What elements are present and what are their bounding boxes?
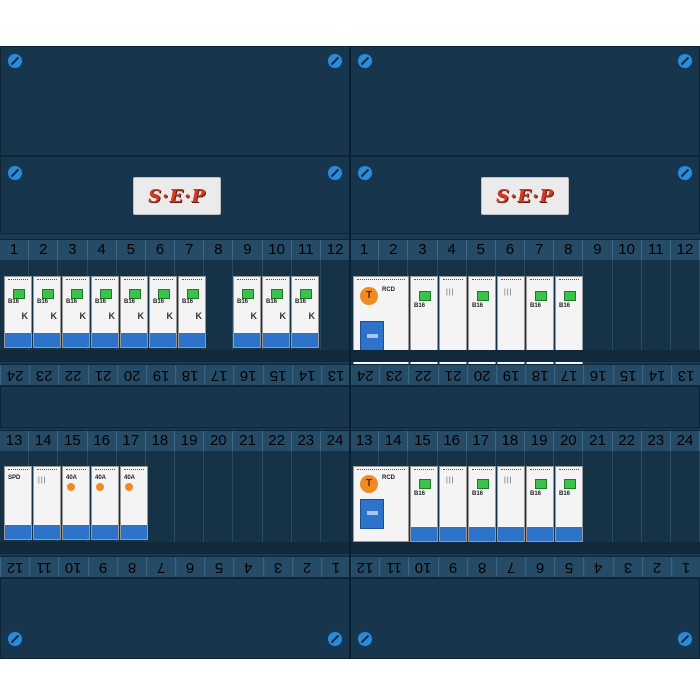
bottom-cover-right [350, 578, 700, 659]
screw-icon [7, 165, 23, 181]
screw-icon [677, 53, 693, 69]
screw-icon [327, 53, 343, 69]
sep-logo: S·E·P [133, 177, 221, 215]
toggle-lever[interactable] [535, 479, 547, 489]
mcb-breaker[interactable]: B16 [555, 466, 583, 542]
top-cover-right [350, 46, 700, 156]
screw-icon [677, 165, 693, 181]
din-rail [350, 542, 700, 554]
toggle-lever[interactable] [300, 289, 312, 299]
toggle-lever[interactable] [419, 291, 431, 301]
mcb-breaker[interactable]: B16 [468, 466, 496, 542]
din-rail [0, 542, 350, 554]
din-rail [350, 350, 700, 362]
screw-icon [357, 53, 373, 69]
toggle-lever[interactable] [71, 289, 83, 299]
screw-icon [327, 165, 343, 181]
switch-module[interactable]: ||| [33, 466, 61, 540]
toggle-lever[interactable] [42, 289, 54, 299]
toggle-lever[interactable] [129, 289, 141, 299]
sep-logo: S·E·P [481, 177, 569, 215]
logo-panel-right: S·E·P [350, 156, 700, 234]
surge-protector[interactable]: SPD [4, 466, 32, 540]
screw-icon [677, 631, 693, 647]
top-cover-left [0, 46, 350, 156]
spacer-module: ||| [497, 466, 525, 542]
rcbo-breaker[interactable]: 40A [62, 466, 90, 540]
middle-cover-left [0, 386, 350, 428]
mcb-breaker[interactable]: B16 [526, 466, 554, 542]
din-rail [0, 350, 350, 362]
toggle-lever[interactable] [271, 289, 283, 299]
logo-panel-left: S·E·P [0, 156, 350, 234]
toggle-lever[interactable] [535, 291, 547, 301]
toggle-lever[interactable] [477, 291, 489, 301]
mcb-breaker[interactable]: B16 [410, 466, 438, 542]
toggle-lever[interactable] [158, 289, 170, 299]
middle-cover-right [350, 386, 700, 428]
toggle-lever[interactable] [477, 479, 489, 489]
screw-icon [357, 165, 373, 181]
toggle-lever[interactable] [564, 479, 576, 489]
toggle-lever[interactable] [13, 289, 25, 299]
screw-icon [327, 631, 343, 647]
rcd-type-badge: T [360, 287, 378, 305]
bottom-cover-left [0, 578, 350, 659]
screw-icon [7, 631, 23, 647]
rcbo-breaker[interactable]: 40A [120, 466, 148, 540]
screw-icon [357, 631, 373, 647]
toggle-lever[interactable] [564, 291, 576, 301]
rcd-type-badge: T [360, 475, 378, 493]
toggle-lever[interactable] [419, 479, 431, 489]
center-divider [349, 46, 351, 659]
toggle-lever[interactable] [100, 289, 112, 299]
rcd-switch[interactable]: T RCD [353, 466, 409, 542]
toggle-lever[interactable] [187, 289, 199, 299]
screw-icon [7, 53, 23, 69]
toggle-lever[interactable] [242, 289, 254, 299]
spacer-module: ||| [439, 466, 467, 542]
rcbo-breaker[interactable]: 40A [91, 466, 119, 540]
